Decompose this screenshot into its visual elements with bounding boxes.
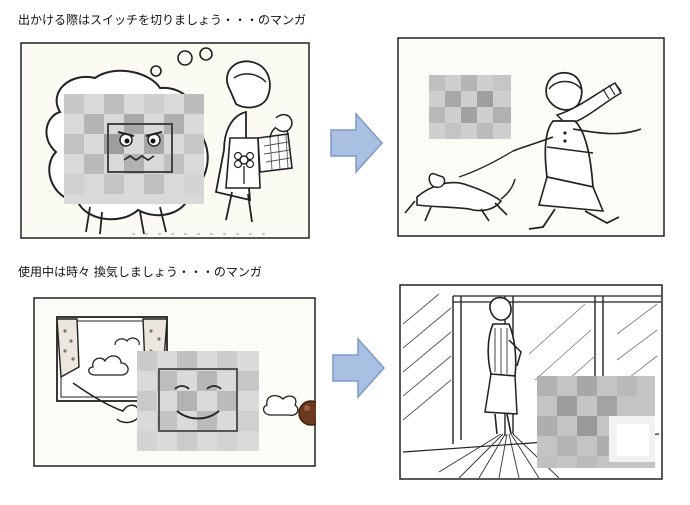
caption-bottom: 使用中は時々 換気しましょう・・・のマンガ [18, 265, 262, 279]
mosaic-censor-appliance-corner [537, 376, 655, 468]
caption-top: 出かける際はスイッチを切りましょう・・・のマンガ [18, 13, 307, 27]
manga-panel-window-ventilation [33, 297, 316, 467]
manga-panel-woman-at-sliding-door [399, 284, 663, 480]
mosaic-censor-smiling-appliance [137, 351, 259, 451]
right-arrow-icon [332, 337, 386, 399]
right-arrow-icon [330, 112, 384, 174]
manga-panel-girl-walking-dog [397, 37, 665, 237]
brown-button-icon [298, 400, 316, 426]
mosaic-censor-appliance [429, 75, 511, 139]
mosaic-censor-monster [64, 94, 204, 204]
manga-panel-monster-and-woman [20, 42, 310, 239]
